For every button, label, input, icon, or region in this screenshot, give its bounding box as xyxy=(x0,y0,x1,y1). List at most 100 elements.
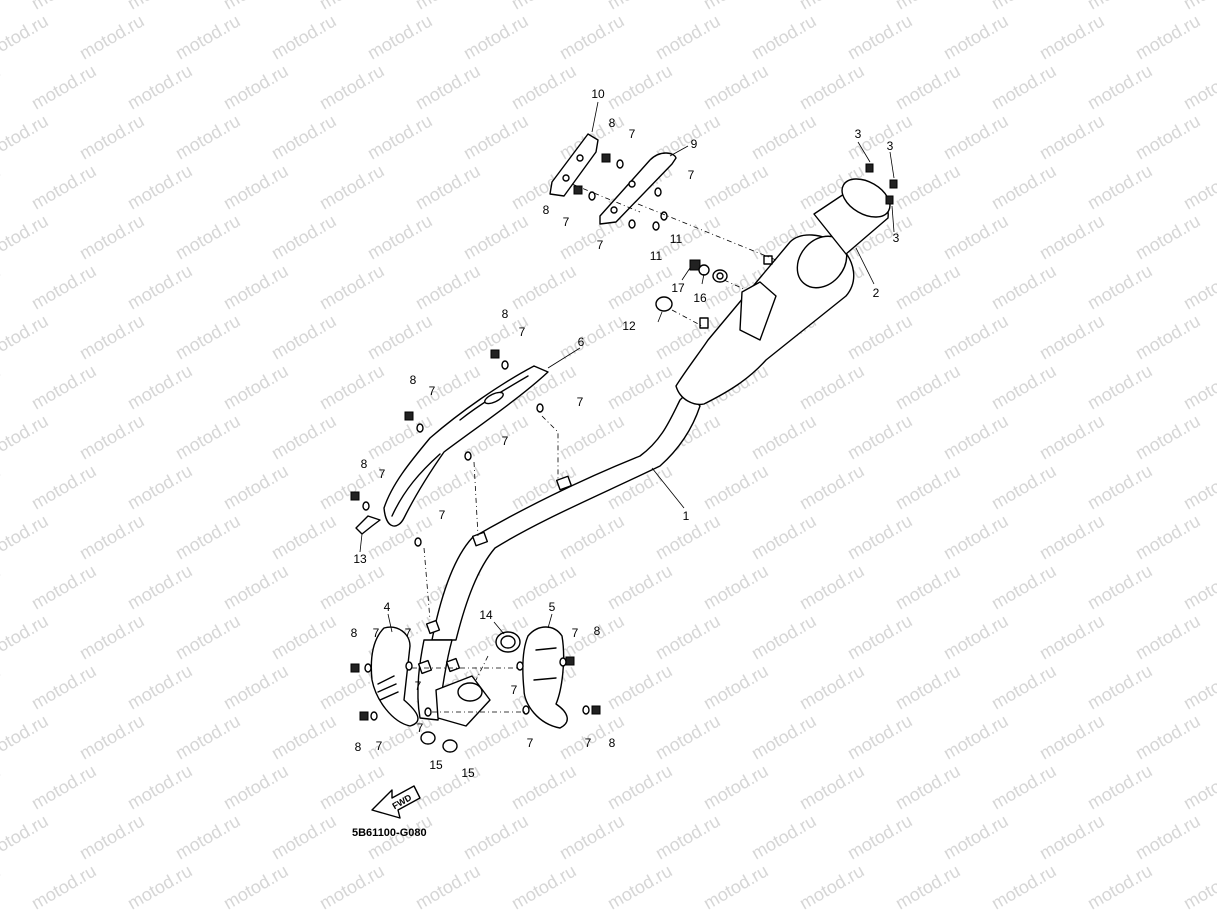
callout-3: 3 xyxy=(855,127,862,141)
watermark-text: motod.ru xyxy=(1084,361,1156,414)
callout-7: 7 xyxy=(563,215,570,229)
watermark-text: motod.ru xyxy=(1036,711,1108,764)
watermark-text: motod.ru xyxy=(1132,111,1204,164)
watermark-text: motod.ru xyxy=(1036,511,1108,564)
watermark-text: motod.ru xyxy=(0,711,52,764)
callout-7: 7 xyxy=(417,721,424,735)
bracket-9 xyxy=(599,152,677,225)
callout-11: 11 xyxy=(650,249,663,263)
watermark-text: motod.ru xyxy=(652,611,724,664)
watermark-text: motod.ru xyxy=(220,261,292,314)
callout-7: 7 xyxy=(577,395,584,409)
watermark-text: motod.ru xyxy=(28,161,100,214)
watermark-text: motod.ru xyxy=(844,611,916,664)
watermark-text: motod.ru xyxy=(316,861,388,913)
watermark-text: motod.ru xyxy=(1180,761,1217,814)
callout-8: 8 xyxy=(543,203,550,217)
watermark-text: motod.ru xyxy=(124,61,196,114)
watermark-text: motod.ru xyxy=(364,11,436,64)
watermark-text: motod.ru xyxy=(460,111,532,164)
watermark-text: motod.ru xyxy=(940,111,1012,164)
watermark-text: motod.ru xyxy=(1132,511,1204,564)
watermark-text: motod.ru xyxy=(892,761,964,814)
watermark-text: motod.ru xyxy=(652,711,724,764)
watermark-text: motod.ru xyxy=(412,161,484,214)
callout-7: 7 xyxy=(585,736,592,750)
watermark-text: motod.ru xyxy=(460,211,532,264)
callout-11: 11 xyxy=(670,232,683,246)
watermark-text: motod.ru xyxy=(844,411,916,464)
watermark-text: motod.ru xyxy=(892,461,964,514)
watermark-text: motod.ru xyxy=(460,611,532,664)
callout-7: 7 xyxy=(629,127,636,141)
bracket-10 xyxy=(549,133,599,197)
watermark-text: motod.ru xyxy=(1084,161,1156,214)
watermark-text: motod.ru xyxy=(268,11,340,64)
callout-7: 7 xyxy=(373,626,380,640)
watermark-text: motod.ru xyxy=(172,411,244,464)
watermark-text: motod.ru xyxy=(1180,561,1217,614)
callout-7: 7 xyxy=(376,739,383,753)
watermark-text: motod.ru xyxy=(940,611,1012,664)
watermark-text: motod.ru xyxy=(268,611,340,664)
watermark-text: motod.ru xyxy=(124,361,196,414)
watermark-text: motod.ru xyxy=(1132,11,1204,64)
watermark-text: motod.ru xyxy=(172,811,244,864)
watermark-text: motod.ru xyxy=(844,311,916,364)
watermark-text: motod.ru xyxy=(556,611,628,664)
watermark-text: motod.ru xyxy=(76,511,148,564)
watermark-text: motod.ru xyxy=(28,861,100,913)
watermark-text: motod.ru xyxy=(796,861,868,913)
watermark-text: motod.ru xyxy=(796,461,868,514)
watermark-text: motod.ru xyxy=(268,311,340,364)
watermark-text: motod.ru xyxy=(604,361,676,414)
watermark-text: motod.ru xyxy=(988,361,1060,414)
watermark-text: motod.ru xyxy=(220,561,292,614)
callout-7: 7 xyxy=(405,626,412,640)
watermark-text: motod.ru xyxy=(316,161,388,214)
watermark-text: motod.ru xyxy=(76,211,148,264)
watermark-text: motod.ru xyxy=(76,11,148,64)
watermark-text: motod.ru xyxy=(844,711,916,764)
callout-8: 8 xyxy=(410,373,417,387)
watermark-text: motod.ru xyxy=(604,61,676,114)
watermark-text: motod.ru xyxy=(988,61,1060,114)
watermark-text: motod.ru xyxy=(700,861,772,913)
watermark-text: motod.ru xyxy=(1084,261,1156,314)
callout-3: 3 xyxy=(893,231,900,245)
watermark-text: motod.ru xyxy=(220,361,292,414)
watermark-text: motod.ru xyxy=(988,661,1060,714)
watermark-text: motod.ru xyxy=(76,411,148,464)
callout-7: 7 xyxy=(379,467,386,481)
watermark-text: motod.ru xyxy=(220,161,292,214)
watermark-text: motod.ru xyxy=(988,161,1060,214)
watermark-text: motod.ru xyxy=(0,661,4,714)
watermark-text: motod.ru xyxy=(172,711,244,764)
callout-14: 14 xyxy=(479,608,493,622)
watermark-text: motod.ru xyxy=(172,611,244,664)
watermark-text: motod.ru xyxy=(1036,211,1108,264)
watermark-text: motod.ru xyxy=(940,711,1012,764)
watermark-text: motod.ru xyxy=(892,561,964,614)
watermark-text: motod.ru xyxy=(796,61,868,114)
watermark-text: motod.ru xyxy=(940,11,1012,64)
watermark-text: motod.ru xyxy=(172,511,244,564)
watermark-text: motod.ru xyxy=(1036,111,1108,164)
watermark-text: motod.ru xyxy=(892,861,964,913)
watermark-text: motod.ru xyxy=(220,461,292,514)
callout-labels: 1 2 3 3 3 4 5 6 7 7 7 7 7 7 7 7 7 7 7 7 … xyxy=(351,87,900,780)
watermark-text: motod.ru xyxy=(556,311,628,364)
watermark-text: motod.ru xyxy=(940,211,1012,264)
callout-8: 8 xyxy=(594,624,601,638)
watermark-text: motod.ru xyxy=(844,511,916,564)
fasteners xyxy=(350,153,898,753)
watermark-text: motod.ru xyxy=(940,811,1012,864)
callout-7: 7 xyxy=(429,384,436,398)
watermark-text: motod.ru xyxy=(1084,61,1156,114)
watermark-text: motod.ru xyxy=(1180,361,1217,414)
watermark-text: motod.ru xyxy=(1084,861,1156,913)
watermark-text: motod.ru xyxy=(0,261,4,314)
watermark-text: motod.ru xyxy=(940,511,1012,564)
watermark-text: motod.ru xyxy=(76,711,148,764)
